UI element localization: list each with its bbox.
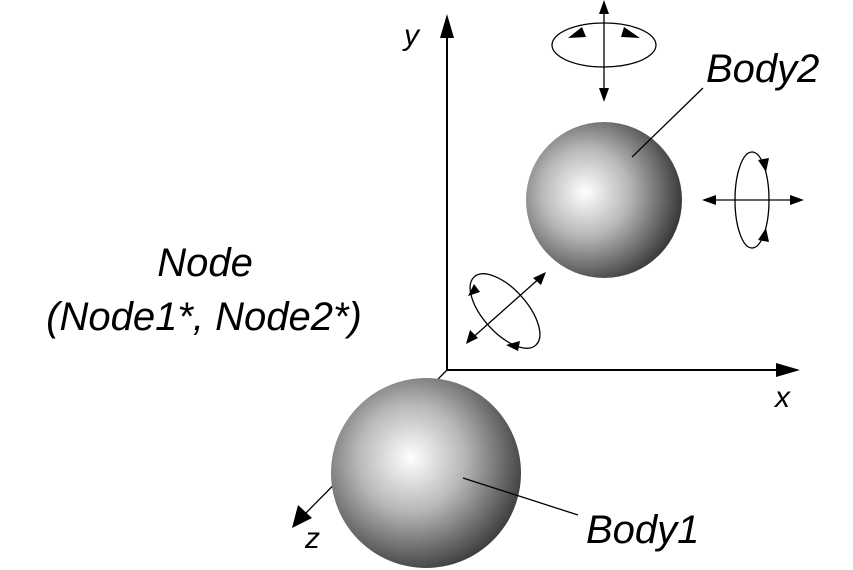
- body1-leader-line: [462, 477, 579, 516]
- x-axis-label: x: [773, 381, 791, 414]
- node-subtitle: (Node1*, Node2*): [46, 295, 362, 339]
- z-axis-label: z: [304, 522, 320, 555]
- y-axis-label: y: [402, 19, 421, 52]
- x-axis-arrowhead: [776, 363, 800, 377]
- diagonal-dof-arrow-icon: [466, 272, 546, 351]
- body2-sphere: [526, 122, 682, 278]
- body2-leader-line: [631, 87, 704, 158]
- node-title: Node: [157, 241, 253, 285]
- horizontal-dof-arrow-icon: [702, 151, 804, 249]
- body2-label: Body2: [706, 47, 819, 91]
- body1-label: Body1: [586, 508, 699, 552]
- vertical-dof-arrow-icon: [551, 0, 657, 102]
- body1-sphere: [331, 378, 521, 568]
- y-axis-arrowhead: [440, 14, 454, 38]
- z-axis-arrowhead: [292, 505, 312, 528]
